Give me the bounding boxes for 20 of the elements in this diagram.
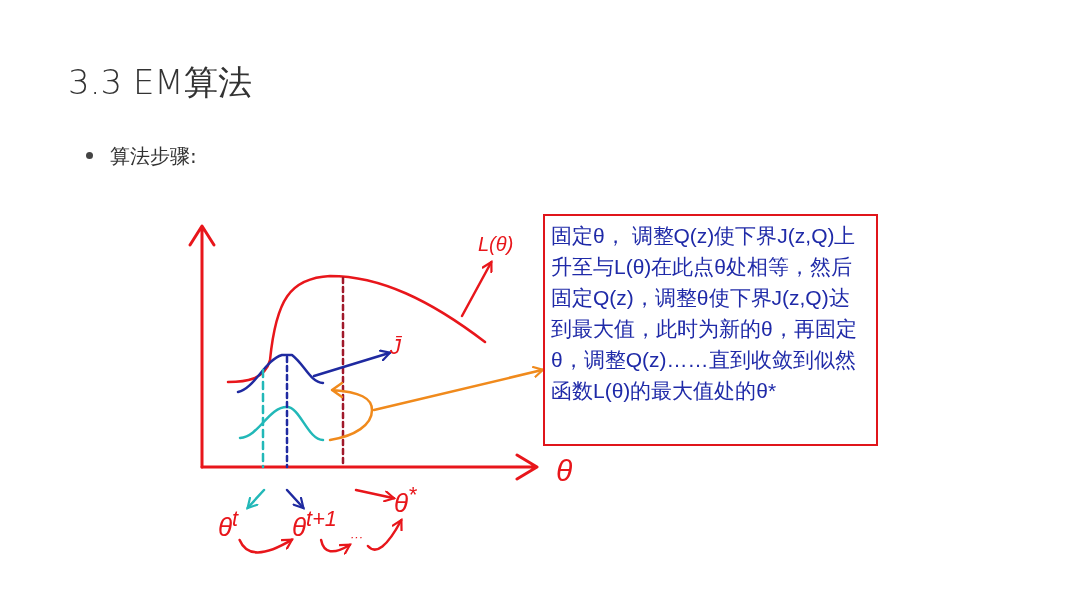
parameter-label: θ$^{*}$ bbox=[394, 484, 428, 520]
bullet-text: 算法步骤: bbox=[110, 143, 197, 170]
description-text: 固定θ， 调整Q(z)使下界J(z,Q)上升至与L(θ)在此点θ处相等，然后固定Q(z)，调整θ使下界J(z,Q)达到最大值，此时为新的θ，再固定θ，调整Q(z)……直到收敛到似然函数L(θ)的最大值处的θ* bbox=[551, 223, 858, 404]
curve-label: L(θ) bbox=[478, 234, 520, 262]
axis-label: θ bbox=[556, 456, 573, 486]
text-box bbox=[543, 214, 878, 446]
curve-label: J̄ bbox=[390, 336, 408, 364]
arrow bbox=[238, 538, 294, 554]
arrow bbox=[312, 349, 392, 378]
arrow bbox=[246, 488, 266, 510]
arrow bbox=[285, 488, 305, 510]
arrow bbox=[460, 260, 493, 318]
arrow bbox=[354, 488, 396, 503]
slide-title: 3.3 EM算法 bbox=[68, 61, 252, 104]
parameter-label: θ$^{t+1}$ bbox=[292, 508, 344, 540]
arrow bbox=[366, 518, 403, 551]
ellipsis-text: ··· bbox=[350, 530, 372, 546]
arrow bbox=[319, 538, 352, 555]
parameter-label: θ$^{t}$ bbox=[218, 508, 248, 540]
arrow bbox=[372, 365, 545, 412]
